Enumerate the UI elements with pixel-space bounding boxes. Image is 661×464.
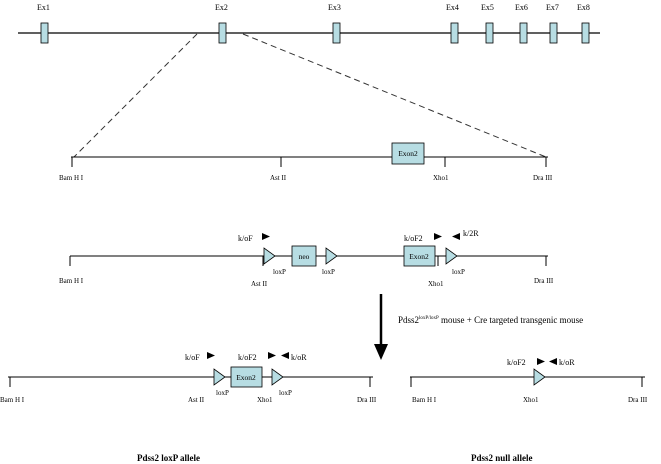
exon-2-box [218,22,227,44]
site-draiii-label: Dra III [628,396,648,404]
primer-reverse-arrow [452,233,460,240]
primer-kof2-label: k/oF2 [238,353,257,362]
site-xhoi-label: Xho1 [257,396,273,404]
site-astii-label: Ast II [188,396,205,404]
exon-6-label: Ex6 [515,3,528,12]
site-bamhi-label: Bam H I [59,174,84,182]
site-xhoi-label: Xho1 [523,396,539,404]
primer-kof-label: k/oF [238,234,253,243]
cross-step: Pdss2loxP/loxP mouse + Cre targeted tran… [374,294,583,360]
exon-2-label: Ex2 [215,3,228,12]
primer-kor-label: k/oR [291,353,307,362]
neo-box [291,245,317,267]
exon2-box [403,245,436,267]
exon-1-label: Ex1 [37,3,50,12]
neo-box-label: neo [299,252,310,261]
primer-kor-label: k/oR [559,358,575,367]
site-draiii-label: Dra III [533,174,553,182]
null-allele: Bam H I Xho1 Dra III k/oF2 k/oR Pdss2 nu… [410,358,648,463]
zoom-line-right [242,33,547,158]
primer-k2r-label: k/2R [463,229,479,238]
site-xhoi-label: Xho1 [433,174,449,182]
site-xhoi-label: Xho1 [428,280,444,288]
exon2-box [391,142,425,165]
exon-1-box [40,22,49,44]
primer-reverse-arrow [549,358,557,365]
primer-kof2-label: k/oF2 [404,234,423,243]
exon-8-label: Ex8 [577,3,590,12]
exon-4-box [450,22,459,44]
cross-arrow-head [374,344,388,360]
loxp-allele-caption: Pdss2 loxP allele [137,453,200,463]
loxp-triangle [213,368,226,386]
exon2-box-label: Exon2 [409,252,429,261]
loxp-triangle [325,247,338,265]
site-bamhi-label: Bam H I [59,277,84,285]
wildtype-region: Exon2 Bam H I Ast II Xho1 Dra III [59,142,553,182]
site-astii-label: Ast II [270,174,287,182]
exon-8-box [581,22,590,44]
cross-description: Pdss2loxP/loxP mouse + Cre targeted tran… [398,315,583,325]
loxp-label: loxP [273,268,286,276]
site-draiii-label: Dra III [534,277,554,285]
exon-3-box [332,22,341,44]
site-bamhi-label: Bam H I [0,396,25,404]
exon2-box-label: Exon2 [236,373,256,382]
loxp-label: loxP [279,389,292,397]
primer-kof2-label: k/oF2 [507,358,526,367]
loxp-label: loxP [322,268,335,276]
exon2-box [230,366,263,388]
loxp-triangle [271,368,284,386]
exon2-box-label: Exon2 [398,149,418,158]
zoom-line-left [73,33,198,158]
exon-7-label: Ex7 [546,3,559,12]
site-astii-label: Ast II [251,280,268,288]
loxp-allele: Exon2 loxP loxP Bam H I Ast II Xho1 Dra … [0,352,377,463]
exon-5-box [485,22,494,44]
loxp-label: loxP [452,268,465,276]
primer-forward-arrow [537,358,545,365]
primer-forward-arrow [207,352,215,359]
exon-5-label: Ex5 [481,3,494,12]
loxp-label: loxP [216,389,229,397]
primer-kof-label: k/oF [185,353,200,362]
primer-forward-arrow [268,352,276,359]
primer-forward-arrow [434,233,442,240]
primer-forward-arrow [262,233,270,240]
site-draiii-label: Dra III [357,396,377,404]
null-allele-caption: Pdss2 null allele [471,453,533,463]
loxp-triangle [445,247,458,265]
primer-reverse-arrow [281,352,289,359]
targeting-construct: neo Exon2 loxP loxP loxP Bam H I Ast II … [59,229,554,288]
exon-7-box [549,22,558,44]
site-bamhi-label: Bam H I [412,396,437,404]
gene-structure: Ex1 Ex2 Ex3 Ex4 Ex5 Ex6 Ex7 Ex8 [18,3,600,44]
exon-6-box [519,22,528,44]
exon-3-label: Ex3 [328,3,341,12]
exon-4-label: Ex4 [446,3,459,12]
loxp-triangle [533,368,546,386]
loxp-triangle [263,247,276,265]
